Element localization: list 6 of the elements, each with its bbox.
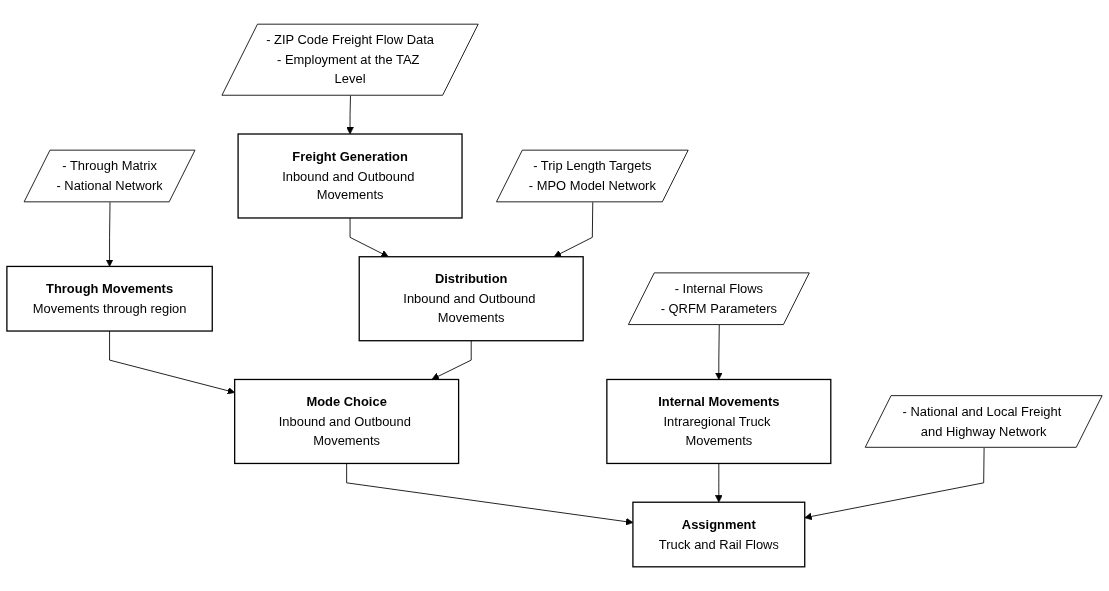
node-box: Assignment Truck and Rail Flows [632, 501, 806, 568]
node-box: Through Movements Movements through region [6, 265, 213, 332]
node-box: Distribution Inbound and Outbound Movements [358, 256, 584, 342]
node-box: Internal Movements Intraregional Truck Movements [606, 378, 832, 465]
node-box: Mode Choice Inbound and Outbound Movements [234, 378, 460, 465]
node-box: Freight Generation Inbound and Outbound Movements [237, 133, 463, 219]
